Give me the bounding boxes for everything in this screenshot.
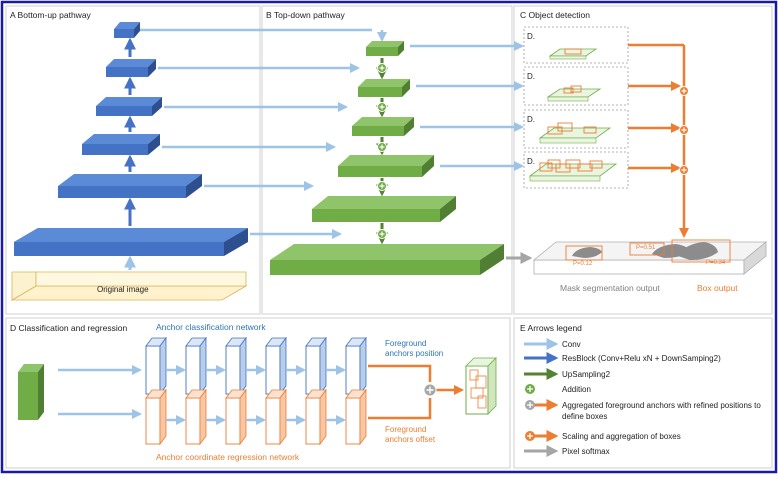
blue-layer-3	[82, 134, 160, 155]
detector-box-4	[523, 151, 629, 189]
legend-label-addition: Addition	[562, 385, 591, 394]
detector-tag-2: D.	[527, 72, 535, 81]
detector-box-1	[523, 26, 629, 64]
panel-c-frame	[513, 5, 773, 315]
panel-e-title: E Arrows legend	[520, 323, 582, 333]
legend-label-resblock: ResBlock (Conv+Relu xN + DownSamping2)	[562, 354, 721, 363]
detector-box-2	[523, 66, 629, 106]
panel-d-title: D Classification and regression	[10, 323, 127, 333]
fg-position-label-1: Foreground	[385, 339, 426, 348]
legend-scaling-icon	[525, 430, 559, 442]
green-plus-icon	[377, 142, 387, 152]
blue-layer-4	[96, 97, 162, 116]
original-image-label: Original image	[97, 285, 149, 294]
grey-plus-icon	[423, 383, 437, 397]
green-layer-2	[358, 79, 410, 97]
legend-label-softmax: Pixel softmax	[562, 447, 610, 456]
panel-b-frame	[261, 5, 513, 315]
legend-label-aggregate-2: define boxes	[562, 412, 607, 421]
legend-label-scaling: Scaling and aggregation of boxes	[562, 432, 681, 441]
detector-tag-1: D.	[527, 32, 535, 41]
mask-blob-3	[678, 242, 718, 260]
box-output-label: Box output	[697, 283, 738, 293]
legend-label-upsampling: UpSampling2	[562, 370, 611, 379]
legend-aggregate-anchors-icon	[525, 399, 559, 411]
legend-label-aggregate-1: Aggregated foreground anchors with refin…	[562, 401, 761, 410]
green-layer-1	[366, 41, 404, 56]
panel-d-frame	[5, 317, 511, 469]
green-plus-icon	[377, 102, 387, 112]
box-output-rect-1	[565, 245, 603, 261]
anchor-cls-label: Anchor classification network	[156, 322, 266, 332]
panel-a-title: A Bottom-up pathway	[10, 10, 92, 20]
detector-box-3	[523, 109, 629, 149]
blue-layer-1	[14, 228, 248, 256]
feature-map-block	[18, 364, 44, 420]
green-plus-icon	[377, 229, 387, 239]
detector-tag-3: D.	[527, 115, 535, 124]
green-plus-icon	[377, 181, 387, 191]
green-layer-3	[352, 117, 414, 136]
reg-conv-stack	[145, 388, 367, 446]
orange-plus-icon	[679, 125, 689, 135]
green-layer-4	[338, 155, 434, 177]
mask-blob-1	[572, 247, 602, 258]
detector-tag-4: D.	[527, 157, 535, 166]
green-layer-5	[312, 196, 456, 222]
fg-offset-label-1: Foreground	[385, 425, 426, 434]
fg-position-label-2: anchors position	[385, 349, 443, 358]
prob-label-b: P=0.51	[636, 245, 656, 251]
original-image-slab	[10, 271, 248, 301]
box-output-rect-3	[671, 239, 731, 263]
orange-plus-icon	[679, 86, 689, 96]
blue-layer-2	[58, 174, 202, 198]
panel-b-title: B Top-down pathway	[266, 10, 346, 20]
blue-layer-5	[106, 59, 156, 77]
refined-anchors-output	[465, 357, 497, 415]
box-output-rect-2	[629, 242, 665, 256]
anchor-reg-label: Anchor coordinate regression network	[156, 452, 300, 462]
fg-position-merge-line	[368, 364, 432, 382]
blue-layer-6	[114, 22, 140, 38]
prob-label-a: P=0.12	[573, 261, 593, 267]
panel-c-title: C Object detection	[520, 10, 590, 20]
output-slab	[532, 239, 768, 275]
fg-offset-label-2: anchors offset	[385, 435, 436, 444]
green-layer-6	[270, 244, 504, 275]
legend-label-conv: Conv	[562, 340, 581, 349]
panel-e-frame	[513, 317, 773, 469]
prob-label-c: P=0.34	[706, 260, 726, 266]
mask-output-label: Mask segmentation output	[560, 283, 660, 293]
legend-addition-icon	[525, 384, 535, 394]
fg-offset-merge-line	[368, 398, 432, 420]
panel-a-frame	[5, 5, 261, 315]
green-plus-icon	[377, 63, 387, 73]
orange-plus-icon	[679, 165, 689, 175]
